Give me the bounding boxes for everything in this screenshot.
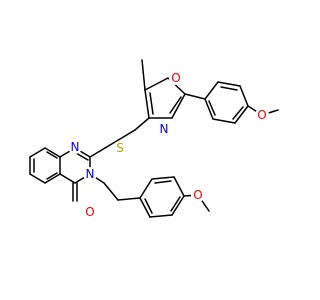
- bond: [29, 173, 46, 184]
- atom-label-o: O: [257, 108, 266, 122]
- atom-oxygen: O: [191, 188, 205, 202]
- bond: [239, 85, 249, 107]
- bond: [103, 182, 119, 201]
- bond: [184, 93, 206, 100]
- atom-label-o: O: [171, 71, 180, 85]
- atom-label-n: N: [86, 167, 95, 181]
- bond: [170, 196, 181, 212]
- bond: [204, 98, 214, 120]
- atom-sulfur: S: [113, 141, 127, 155]
- bond: [212, 118, 236, 124]
- bond: [149, 92, 154, 115]
- bond: [104, 138, 121, 149]
- bond: [234, 105, 249, 124]
- bond: [144, 198, 153, 214]
- atom-oxygen: O: [83, 205, 97, 219]
- atom-label-n: N: [160, 122, 169, 136]
- atom-label-o: O: [193, 188, 202, 202]
- bond: [204, 81, 219, 100]
- bond: [117, 197, 141, 201]
- atom-oxygen: O: [169, 71, 183, 85]
- bond: [220, 86, 238, 91]
- bond: [171, 195, 185, 216]
- bond: [134, 117, 150, 131]
- bond: [46, 172, 58, 180]
- atom-nitrogen: N: [68, 140, 82, 154]
- bond: [139, 197, 151, 218]
- bond: [46, 151, 58, 159]
- bond: [171, 93, 186, 119]
- molecule-structure: N N N O O O O S: [29, 59, 279, 219]
- bond: [173, 176, 185, 197]
- bond: [169, 96, 182, 114]
- bond: [75, 152, 89, 161]
- bond: [44, 173, 61, 184]
- bond: [44, 147, 61, 158]
- bond: [151, 176, 175, 180]
- atom-nitrogen: N: [157, 122, 171, 136]
- bond: [144, 89, 150, 119]
- bond-layer: [29, 59, 279, 218]
- atom-label-o: O: [85, 205, 94, 219]
- bond: [149, 214, 173, 218]
- atom-layer: N N N O O O O S: [68, 71, 269, 219]
- bond: [119, 129, 136, 140]
- bond: [89, 147, 106, 158]
- atom-nitrogen: N: [83, 167, 97, 181]
- atom-label-s: S: [116, 141, 124, 155]
- bond: [208, 100, 216, 116]
- atom-label-n: N: [71, 140, 80, 154]
- bond: [232, 106, 244, 120]
- bond: [144, 77, 169, 91]
- bond: [141, 59, 146, 91]
- bond: [217, 81, 241, 87]
- bond: [139, 178, 153, 199]
- bond: [29, 147, 46, 158]
- bond: [154, 180, 172, 184]
- atom-oxygen: O: [255, 108, 269, 122]
- bond: [59, 173, 76, 184]
